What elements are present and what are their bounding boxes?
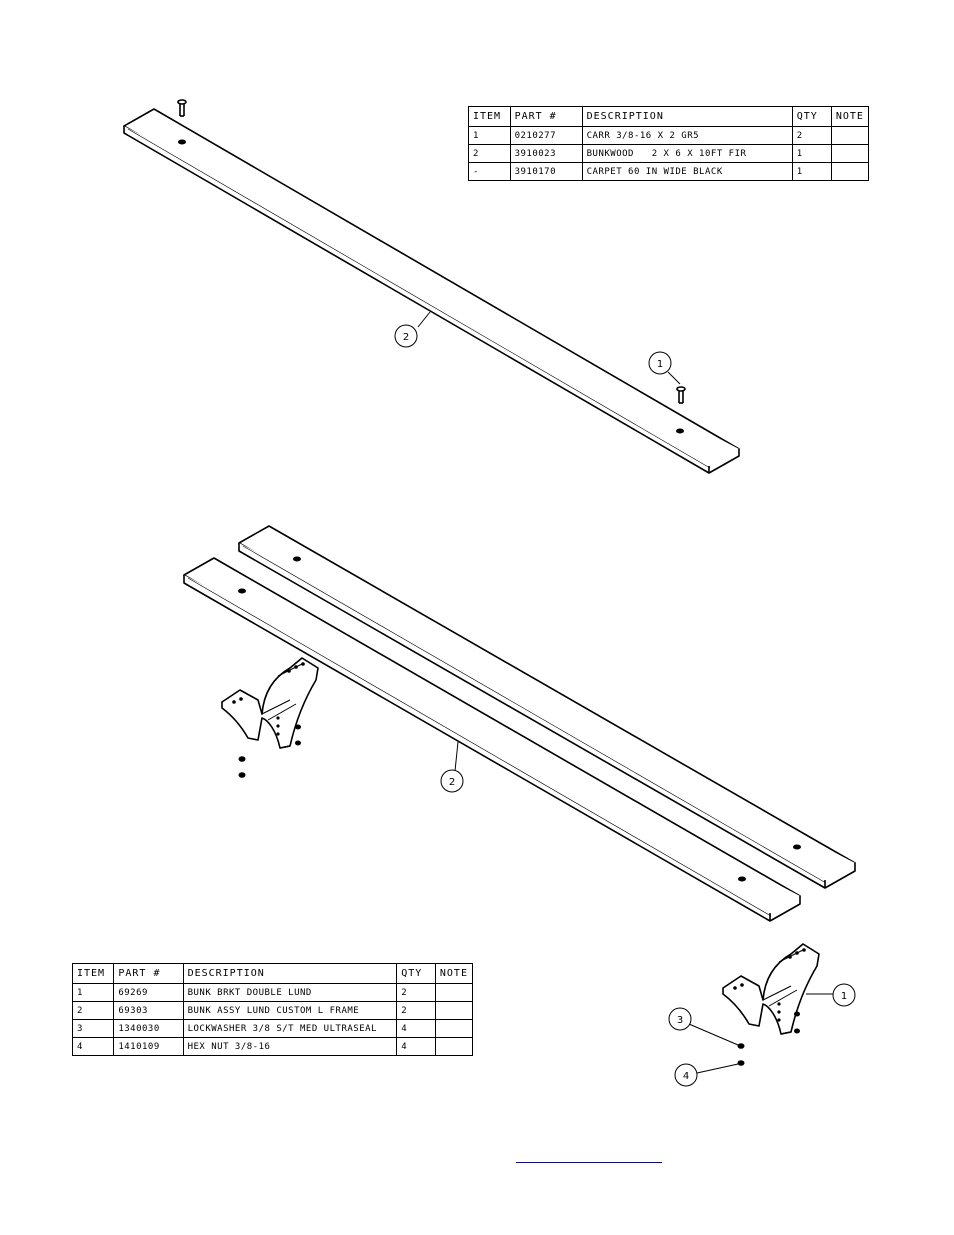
bom-cell: 1410109	[113, 1037, 184, 1056]
bom-header-note: NOTE	[434, 963, 474, 984]
bom-cell: BUNK ASSY LUND CUSTOM L FRAME	[182, 1001, 398, 1020]
bom-cell: 1	[791, 144, 832, 163]
bom-header-description: DESCRIPTION	[581, 106, 793, 127]
bom-cell	[434, 1019, 474, 1038]
table-row: 1 0210277 CARR 3/8-16 X 2 GR5 2	[468, 126, 870, 145]
bom-cell: 2	[396, 1001, 436, 1020]
balloon-top-bolt-number: 1	[657, 359, 663, 370]
balloon-pair-board-number: 2	[449, 777, 455, 788]
table-row: 2 69303 BUNK ASSY LUND CUSTOM L FRAME 2	[71, 1001, 474, 1020]
bom-cell: 1	[71, 983, 115, 1002]
bom-header-qty: QTY	[791, 106, 832, 127]
bom-cell: BUNKWOOD 2 X 6 X 10FT FIR	[581, 144, 793, 163]
bom-cell: 3910170	[509, 162, 583, 181]
bom-cell	[830, 126, 870, 145]
bom-cell: 0210277	[509, 126, 583, 145]
bom-cell: CARR 3/8-16 X 2 GR5	[581, 126, 793, 145]
bom-cell	[434, 1001, 474, 1020]
bunk-bracket-assembled	[221, 657, 319, 749]
bom-header-qty: QTY	[396, 963, 436, 984]
bom-cell: 2	[468, 144, 511, 163]
bom-cell	[434, 983, 474, 1002]
balloon-pair-board	[440, 741, 464, 793]
bom-cell: 69269	[113, 983, 184, 1002]
bunk-bracket-detail	[722, 943, 820, 1035]
bom-header-row: ITEM PART # DESCRIPTION QTY NOTE	[468, 106, 870, 127]
bom-cell: HEX NUT 3/8-16	[182, 1037, 398, 1056]
bom-cell: 1	[791, 162, 832, 181]
bom-cell: 2	[791, 126, 832, 145]
bom-cell: 3910023	[509, 144, 583, 163]
table-row: 4 1410109 HEX NUT 3/8-16 4	[71, 1037, 474, 1056]
balloon-detail-nut	[674, 1063, 739, 1087]
bom-header-description: DESCRIPTION	[182, 963, 398, 984]
balloon-top-board-number: 2	[403, 332, 409, 343]
balloon-detail-washer	[668, 1007, 739, 1046]
bom-header-note: NOTE	[830, 106, 870, 127]
balloon-detail-bracket-number: 1	[841, 991, 847, 1002]
bill-of-materials-bottom: ITEM PART # DESCRIPTION QTY NOTE 1 69269…	[71, 963, 474, 1056]
bunk-board-front	[183, 557, 801, 922]
balloon-detail-washer-number: 3	[677, 1015, 683, 1026]
bom-cell: 69303	[113, 1001, 184, 1020]
lockwasher-upper	[238, 756, 246, 762]
bom-cell	[830, 144, 870, 163]
bom-cell: 4	[396, 1037, 436, 1056]
bom-cell: 2	[396, 983, 436, 1002]
table-row: 2 3910023 BUNKWOOD 2 X 6 X 10FT FIR 1	[468, 144, 870, 163]
bom-cell: BUNK BRKT DOUBLE LUND	[182, 983, 398, 1002]
carriage-bolt-lower	[676, 386, 686, 404]
table-row: - 3910170 CARPET 60 IN WIDE BLACK 1	[468, 162, 870, 181]
hex-nut-upper	[238, 772, 246, 778]
bill-of-materials-top: ITEM PART # DESCRIPTION QTY NOTE 1 02102…	[468, 106, 870, 181]
bunk-board-top	[123, 108, 740, 474]
bom-cell: 2	[71, 1001, 115, 1020]
bom-cell: CARPET 60 IN WIDE BLACK	[581, 162, 793, 181]
bom-header-part: PART #	[113, 963, 184, 984]
balloon-top-bolt	[648, 351, 681, 385]
bom-cell: 3	[71, 1019, 115, 1038]
balloon-detail-bracket	[806, 983, 856, 1007]
hex-nut-detail	[737, 1060, 745, 1066]
bom-cell: LOCKWASHER 3/8 S/T MED ULTRASEAL	[182, 1019, 398, 1038]
bom-header-row: ITEM PART # DESCRIPTION QTY NOTE	[71, 963, 474, 984]
bom-cell	[830, 162, 870, 181]
bom-cell	[434, 1037, 474, 1056]
carriage-bolt-upper	[177, 99, 187, 117]
balloon-top-board	[394, 311, 431, 348]
bom-header-item: ITEM	[71, 963, 115, 984]
bom-cell: 1340030	[113, 1019, 184, 1038]
bom-cell: 4	[396, 1019, 436, 1038]
bom-header-item: ITEM	[468, 106, 511, 127]
table-row: 1 69269 BUNK BRKT DOUBLE LUND 2	[71, 983, 474, 1002]
bom-cell: 4	[71, 1037, 115, 1056]
bom-cell: 1	[468, 126, 511, 145]
lockwasher-detail	[737, 1043, 745, 1049]
table-row: 3 1340030 LOCKWASHER 3/8 S/T MED ULTRASE…	[71, 1019, 474, 1038]
bunk-board-rear	[238, 525, 856, 889]
bom-cell: -	[468, 162, 511, 181]
balloon-detail-nut-number: 4	[683, 1071, 689, 1082]
bom-header-part: PART #	[509, 106, 583, 127]
footer-link[interactable]	[516, 1148, 662, 1163]
